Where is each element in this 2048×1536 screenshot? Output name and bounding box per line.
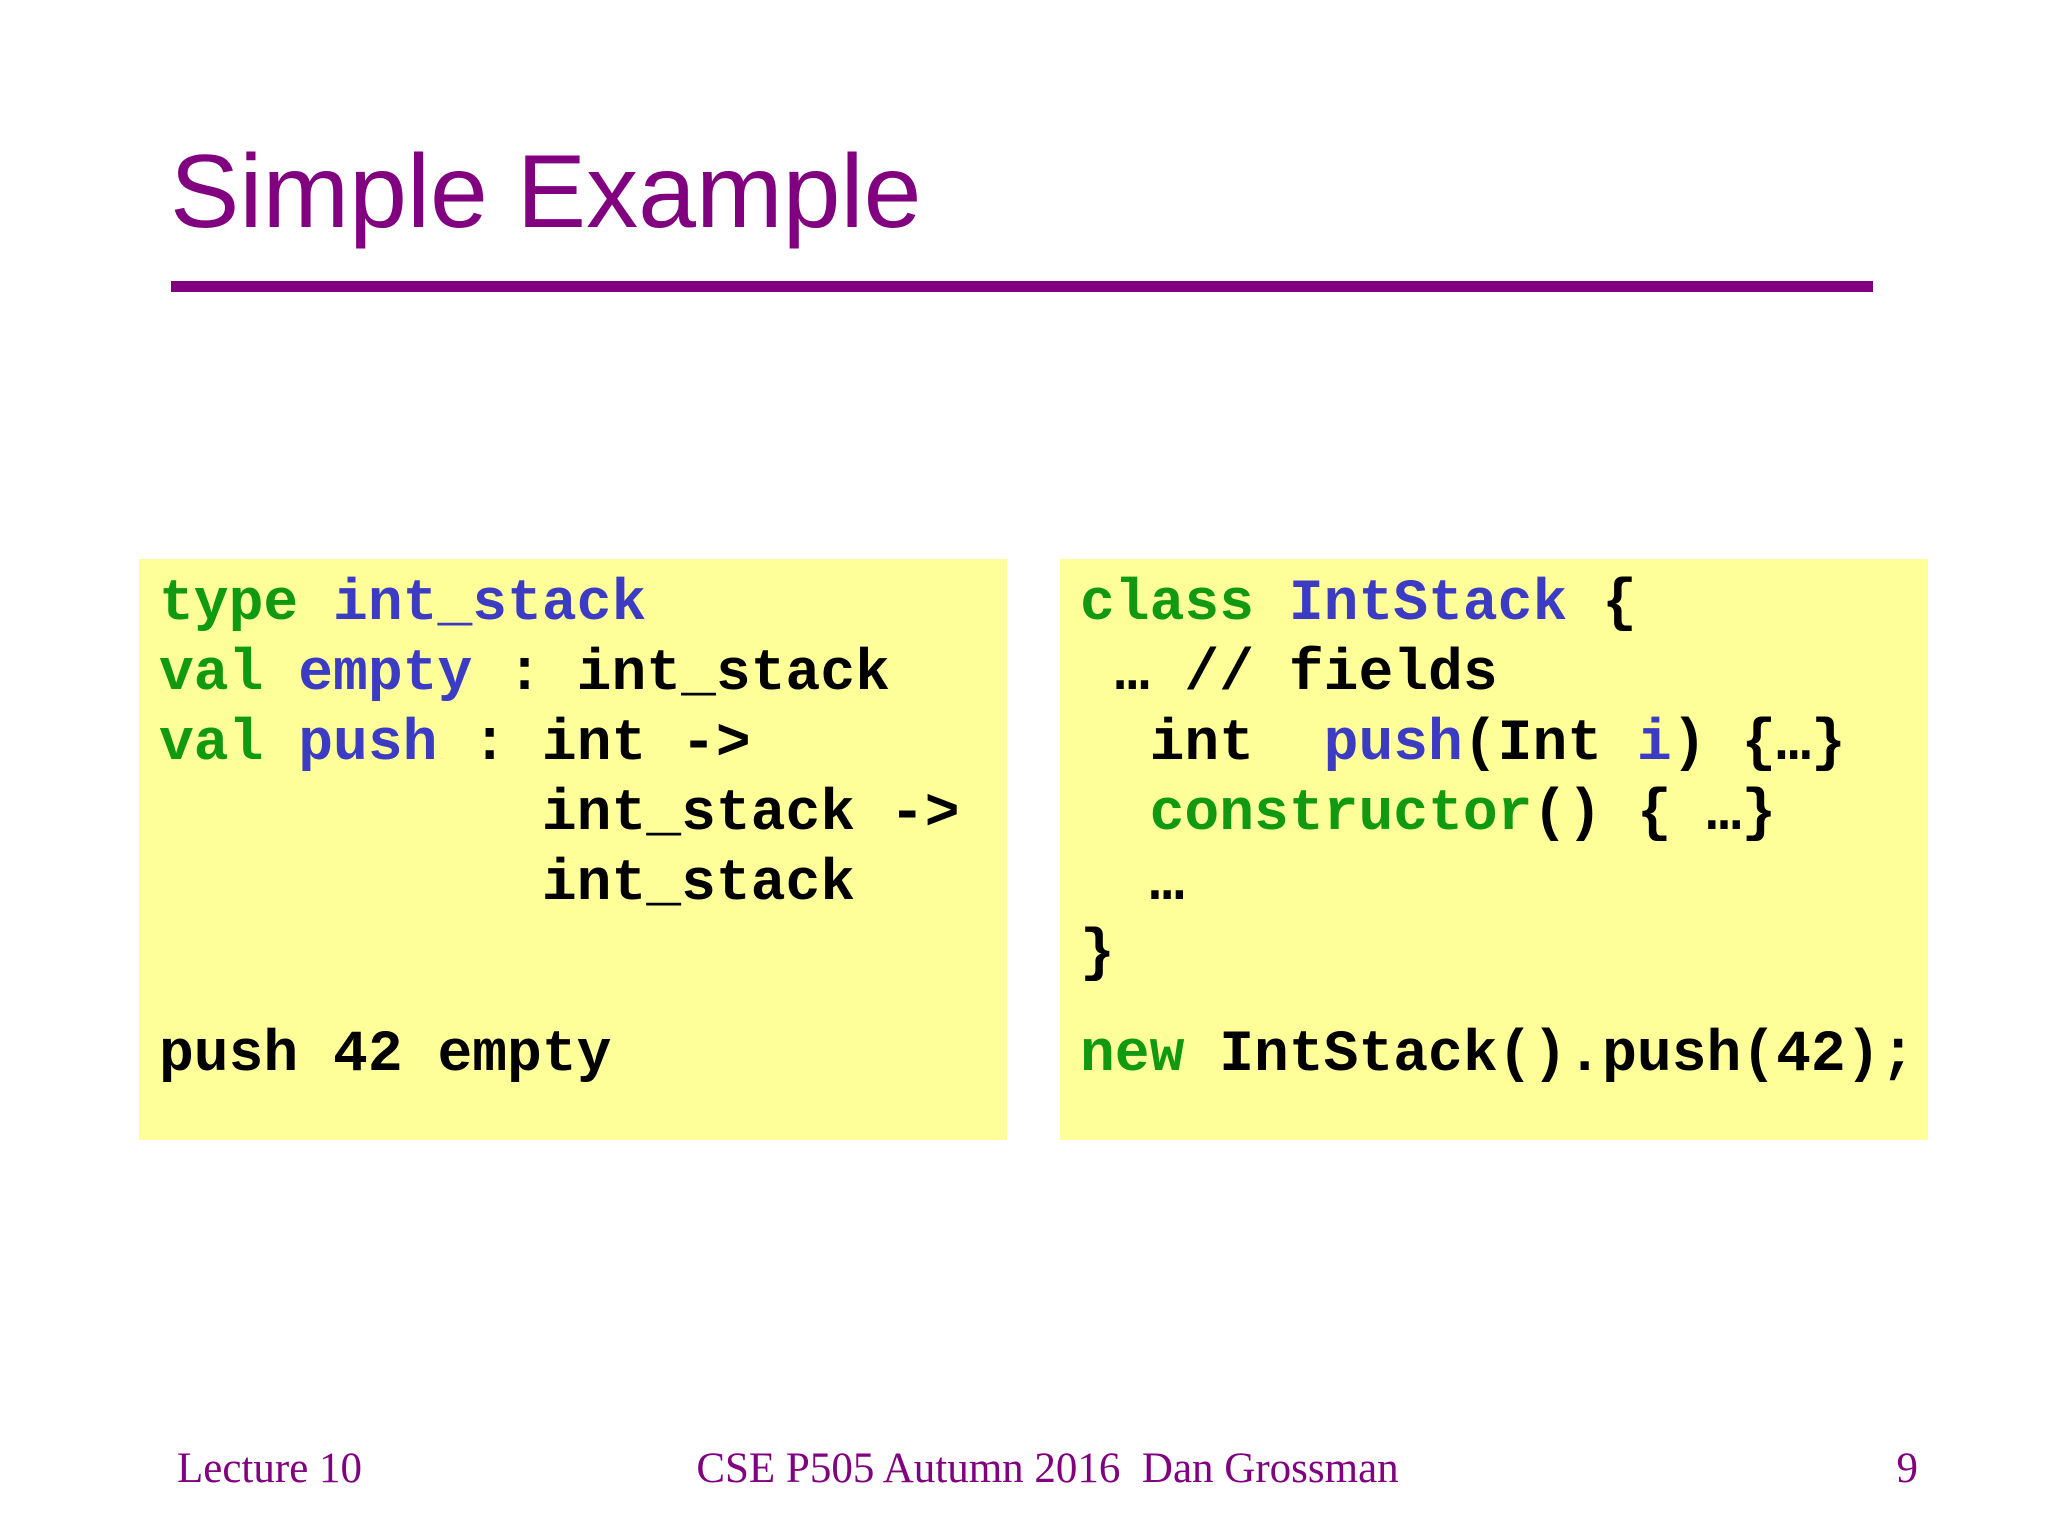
java-code-box: class IntStack { … // fields int push(In… bbox=[1060, 559, 1928, 1140]
code-line: constructor() { …} bbox=[1149, 782, 1777, 847]
code-line: push 42 empty bbox=[159, 1023, 612, 1088]
page-title: Simple Example bbox=[170, 134, 922, 250]
footer-page-number: 9 bbox=[1896, 1445, 1919, 1492]
java-code-expression: new IntStack().push(42); bbox=[1080, 1021, 1916, 1091]
code-line: val empty : int_stack bbox=[159, 642, 890, 707]
code-line: int_stack -> bbox=[159, 782, 960, 847]
code-line: … bbox=[1080, 852, 1185, 917]
code-line: int push(Int i) {…} bbox=[1080, 712, 1846, 777]
code-line: class IntStack { bbox=[1080, 572, 1637, 637]
code-line: int_stack bbox=[159, 852, 856, 917]
title-underline bbox=[171, 281, 1873, 292]
code-line: type int_stack bbox=[159, 572, 647, 637]
code-line: } bbox=[1080, 922, 1115, 987]
code-line: new IntStack().push(42); bbox=[1080, 1023, 1916, 1088]
java-code-lines: class IntStack { … // fields int push(In… bbox=[1080, 570, 1908, 990]
code-line: … // fields bbox=[1080, 642, 1498, 707]
footer-course-label: CSE P505 Autumn 2016 Dan Grossman bbox=[696, 1445, 1399, 1492]
code-line: val push : int -> bbox=[159, 712, 751, 777]
ml-code-expression: push 42 empty bbox=[159, 1021, 987, 1091]
footer-lecture-label: Lecture 10 bbox=[177, 1445, 363, 1492]
